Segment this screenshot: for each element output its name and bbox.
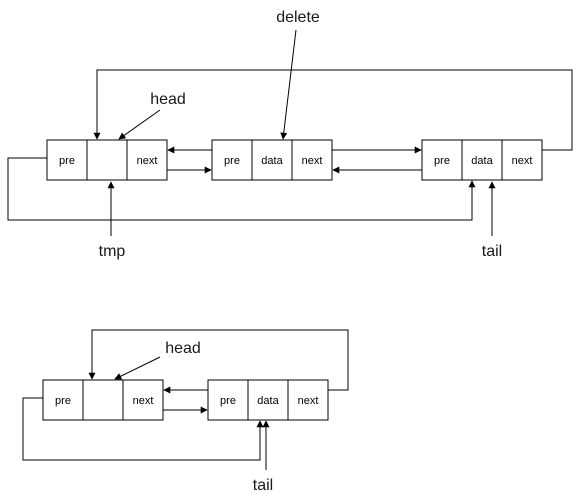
top-node-1-pre-cell (46, 139, 88, 181)
top-label-delete: delete (276, 9, 320, 26)
top-edge-head-pre-to-tail (7, 157, 476, 221)
top-node-2-next-cell (291, 139, 333, 181)
top-node-2: pre data next (211, 139, 333, 181)
bottom-list: pre next pre data next head tail (22, 329, 349, 494)
top-node-2-pre-text: pre (224, 155, 240, 167)
bottom-node-1-data-cell (82, 379, 124, 421)
bottom-label-head: head (165, 340, 201, 357)
bottom-node-1-pre-cell (42, 379, 84, 421)
top-node-3: pre data next (421, 139, 543, 181)
top-label-tail: tail (482, 243, 502, 260)
top-label-head: head (150, 91, 186, 108)
top-node-3-next-text: next (512, 155, 533, 167)
top-pointer-delete (280, 29, 297, 140)
bottom-node-1: pre next (42, 379, 164, 421)
bottom-node-2: pre data next (207, 379, 329, 421)
top-node-3-data-cell (461, 139, 503, 181)
bottom-node-2-data-text: data (257, 395, 279, 407)
top-node-1-next-cell (126, 139, 168, 181)
bottom-node-2-next-cell (287, 379, 329, 421)
bottom-node-1-next-text: next (133, 395, 154, 407)
bottom-edge-tail-next-to-head (88, 329, 349, 391)
top-node-3-pre-cell (421, 139, 463, 181)
top-node-2-pre-cell (211, 139, 253, 181)
top-node-3-data-text: data (471, 155, 493, 167)
top-node-2-next-text: next (302, 155, 323, 167)
top-list: pre next pre data next pre data next (7, 9, 573, 260)
top-node-3-next-cell (501, 139, 543, 181)
top-node-2-data-text: data (261, 155, 283, 167)
bottom-node-1-next-cell (122, 379, 164, 421)
top-label-tmp: tmp (99, 243, 126, 260)
top-node-1-pre-text: pre (59, 155, 75, 167)
bottom-pointer-head (114, 356, 161, 380)
bottom-node-2-next-text: next (298, 395, 319, 407)
top-pointer-head (118, 109, 161, 140)
top-node-3-pre-text: pre (434, 155, 450, 167)
bottom-node-2-pre-text: pre (220, 395, 236, 407)
top-node-1-data-cell (86, 139, 128, 181)
bottom-node-2-pre-cell (207, 379, 249, 421)
bottom-edge-head-pre-to-tail (22, 397, 264, 461)
top-node-1: pre next (46, 139, 168, 181)
bottom-label-tail: tail (253, 477, 273, 494)
top-edge-tail-next-to-head (93, 69, 573, 151)
top-node-1-next-text: next (137, 155, 158, 167)
bottom-node-1-pre-text: pre (55, 395, 71, 407)
